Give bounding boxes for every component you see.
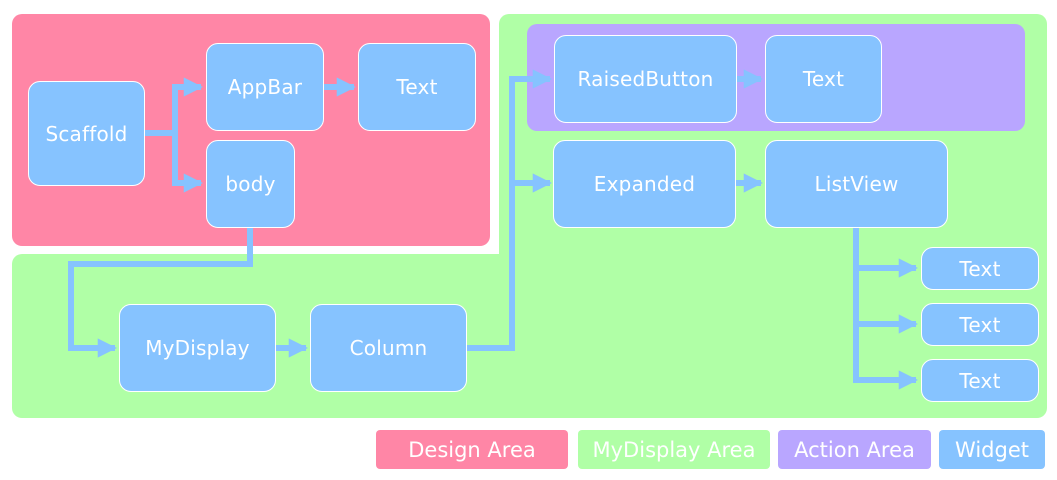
expanded-node: Expanded: [553, 140, 736, 228]
button-text-node: Text: [765, 35, 882, 123]
mydisplay-node: MyDisplay: [119, 304, 276, 392]
legend-widget: Widget: [939, 430, 1045, 469]
arrow-scaffold-to-appbar: [145, 77, 203, 136]
column-node: Column: [310, 304, 467, 392]
list-text-node-1: Text: [921, 247, 1039, 290]
list-text-node-3: Text: [921, 359, 1039, 402]
raisedbutton-node: RaisedButton: [554, 35, 737, 123]
arrow-scaffold-to-body: [172, 133, 203, 193]
arrow-column-to-raisedbutton: [466, 69, 552, 351]
listview-node: ListView: [765, 140, 948, 228]
legend-action-area: Action Area: [778, 430, 931, 469]
appbar-text-node: Text: [358, 43, 476, 131]
legend-mydisplay-area: MyDisplay Area: [578, 430, 770, 469]
body-node: body: [206, 140, 295, 228]
list-text-node-2: Text: [921, 303, 1039, 346]
arrow-listview-to-text-1: [853, 228, 918, 390]
scaffold-node: Scaffold: [28, 81, 145, 186]
legend-design-area: Design Area: [376, 430, 568, 469]
arrow-body-to-mydisplay: [68, 228, 253, 358]
appbar-node: AppBar: [206, 43, 324, 131]
